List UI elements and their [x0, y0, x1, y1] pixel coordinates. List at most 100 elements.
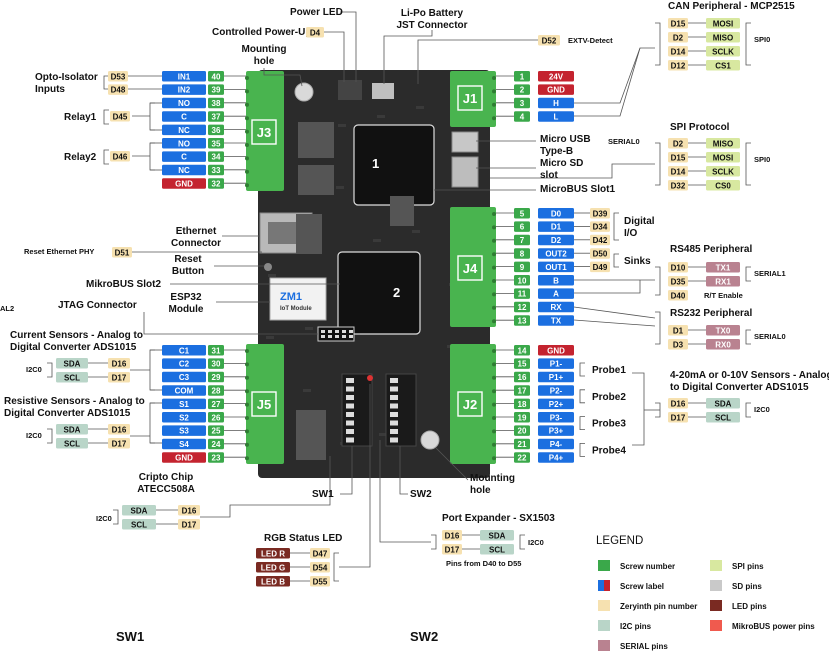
- text-line: Module: [169, 304, 204, 315]
- j3-number-3: 37: [212, 112, 221, 121]
- port-bus: I2C0: [528, 538, 544, 547]
- j5-number-0-bg: [208, 345, 224, 356]
- text-line: JST Connector: [396, 20, 467, 31]
- j1-label-0-bg: [538, 71, 574, 82]
- rs485-extra-pin: D40: [671, 291, 686, 300]
- leader-line: [47, 362, 53, 378]
- j4-number-0: 5: [520, 209, 525, 218]
- sw2-dip: [385, 373, 417, 447]
- j2-label-2-bg: [538, 371, 574, 383]
- screw-hole: [245, 89, 249, 94]
- j2-number-5-bg: [514, 412, 530, 423]
- leader-line: [519, 534, 525, 550]
- module-name: ZM1: [280, 291, 302, 303]
- j4-label-5: B: [553, 276, 559, 285]
- jtag-pin: [328, 330, 332, 333]
- j4-label-7-bg: [538, 301, 574, 313]
- leader-line: [613, 212, 619, 241]
- jtag-pin: [321, 330, 325, 333]
- j2-label-6: P3+: [549, 427, 564, 436]
- analog-sig-0-bg: [706, 398, 740, 409]
- spi-sig-0-bg: [706, 138, 740, 149]
- j3-number-6: 34: [212, 153, 221, 162]
- j3-label-2-bg: [162, 97, 206, 109]
- text-line: Type-B: [540, 146, 573, 157]
- j3-label-6-bg: [162, 151, 206, 162]
- j5-terminal: [246, 344, 284, 464]
- cripto-pin-0-bg: [178, 505, 200, 516]
- legend-swatch-2: [598, 600, 610, 611]
- pcb-trace: [338, 124, 346, 127]
- j4-number-5: 10: [518, 276, 527, 285]
- can-bus: SPI0: [754, 35, 770, 44]
- bottom-sw2: SW2: [410, 629, 438, 644]
- port-expander-label: Port Expander - SX1503: [442, 513, 555, 524]
- reset-button: [264, 263, 272, 271]
- rgb-sig-1: LED G: [261, 563, 285, 572]
- j3-number-2: 38: [212, 99, 221, 108]
- j4-label-5-bg: [538, 275, 574, 286]
- j5-number-6: 25: [212, 427, 221, 436]
- j3-label-8-bg: [162, 178, 206, 189]
- j3-terminal: [246, 71, 284, 191]
- j4-label-4: OUT1: [545, 263, 567, 272]
- chip: [298, 165, 334, 195]
- j1-label-3: L: [554, 112, 559, 121]
- j4-label-6: A: [553, 290, 559, 299]
- text-line: I/O: [624, 228, 638, 239]
- leader-line: [340, 446, 353, 495]
- j3-number-6-bg: [208, 151, 224, 162]
- j5-label-1: C2: [179, 360, 190, 369]
- pin-d45: D45: [113, 112, 128, 121]
- j5-label-8-bg: [162, 452, 206, 463]
- screw-hole: [492, 349, 496, 353]
- screw-hole: [245, 116, 249, 121]
- text-line: Current Sensors - Analog to: [10, 330, 143, 341]
- rgb-pin-0: D47: [313, 549, 328, 558]
- resistive-i2c-sig-0-bg: [56, 424, 88, 435]
- j5-number-8: 23: [212, 453, 221, 462]
- sw1-label: SW1: [312, 489, 334, 500]
- leader-line: [613, 253, 619, 268]
- can-pin-1-bg: [668, 32, 688, 43]
- j3-number-4-bg: [208, 124, 224, 136]
- resistive-i2c-pin-1-bg: [108, 438, 130, 449]
- j1-number-3: 4: [520, 112, 525, 121]
- j4-label-8-bg: [538, 315, 574, 326]
- current-i2c-pin-0: D16: [112, 359, 127, 368]
- j2-label-5-bg: [538, 412, 574, 423]
- j4-number-6-bg: [514, 288, 530, 299]
- j1-number-3-bg: [514, 111, 530, 122]
- j1-number-0: 1: [520, 72, 525, 81]
- leader-line: [745, 329, 751, 345]
- screw-hole: [245, 183, 249, 188]
- j5-number-8-bg: [208, 452, 224, 463]
- controlled-power-up-label: Controlled Power-Up: [212, 27, 311, 38]
- text-line: ESP32: [170, 292, 202, 303]
- j4-pin-4-bg: [590, 261, 610, 273]
- pin-d46: D46: [113, 152, 128, 161]
- can-pin-2-bg: [668, 46, 688, 57]
- j4-pin-0: D39: [593, 209, 608, 218]
- probe4-label: Probe4: [592, 445, 626, 456]
- j5-label-0: C1: [179, 346, 190, 355]
- j3-number-5: 35: [212, 139, 221, 148]
- rs232-pin-1: D3: [673, 340, 684, 349]
- port-pin-0: D16: [445, 531, 460, 540]
- j3-label: J3: [257, 125, 271, 140]
- text-line: Connector: [171, 238, 221, 249]
- leader-line: [47, 428, 53, 444]
- can-sig-3-bg: [706, 60, 740, 71]
- j1-label-2: H: [553, 99, 559, 108]
- rs232-sig-1-bg: [706, 339, 740, 350]
- resistive-i2c-sig-0: SDA: [64, 425, 81, 434]
- rs232-title: RS232 Peripheral: [670, 308, 752, 319]
- leader-line: [417, 39, 538, 84]
- j4-pin-2-bg: [590, 234, 610, 246]
- battery-connector: [372, 83, 394, 99]
- port-sig-1: SCL: [489, 545, 505, 554]
- j2-terminal: [450, 344, 496, 464]
